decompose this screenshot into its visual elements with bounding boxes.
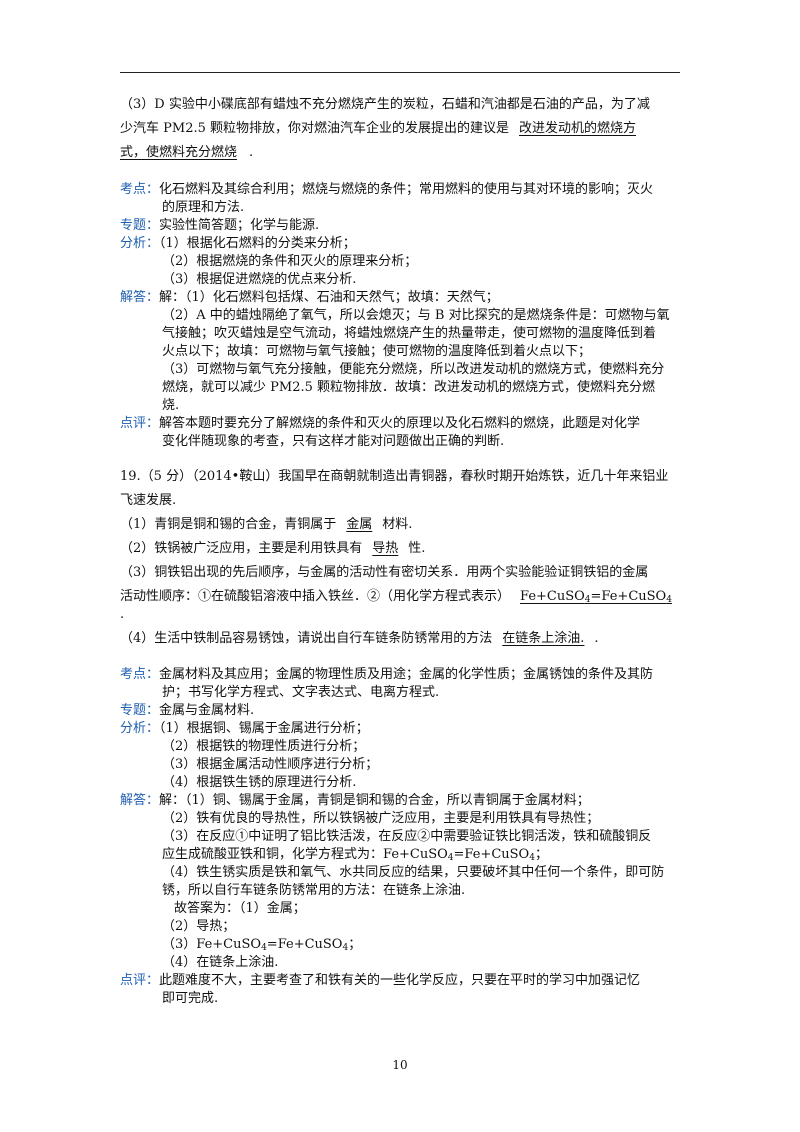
q18-jieda-6: 燃烧，就可以减少 PM2.5 颗粒物排放．故填：改进发动机的燃烧方式，使燃料充分… bbox=[162, 380, 655, 395]
q19-jieda-3: （3）在反应①中证明了铝比铁活泼，在反应②中需要验证铁比铜活泼，铁和硫酸铜反 bbox=[162, 829, 652, 844]
q19-jieda-7: 故答案为：（1）金属； bbox=[174, 901, 306, 916]
q19-dianping-2: 即可完成. bbox=[162, 991, 219, 1006]
q18-jieda-5: （3）可燃物与氧气充分接触，便能充分燃烧，所以改进发动机的燃烧方式，使燃料充分 bbox=[162, 362, 665, 377]
q18-fenxi-1: 分析：（1）根据化石燃料的分类来分析； bbox=[120, 236, 356, 251]
q19-equation: Fe+CuSO4=Fe+CuSO4 bbox=[383, 847, 535, 863]
q18-dianping-1: 点评：解答本题时要充分了解燃烧的条件和灭火的原理以及化石燃料的燃烧，此题是对化学 bbox=[120, 416, 641, 431]
q19-3-line-1: （3）铜铁铝出现的先后顺序，与金属的活动性有密切关系．用两个实验能验证铜铁铝的金… bbox=[120, 565, 649, 580]
q19-1-answer: 金属 bbox=[346, 517, 373, 532]
q19-jieda-8: （2）导热； bbox=[162, 919, 236, 934]
q19-jieda-9: （3）Fe+CuSO4=Fe+CuSO4； bbox=[162, 937, 362, 953]
q18-fenxi-2: （2）根据燃烧的条件和灭火的原理来分析； bbox=[162, 254, 418, 269]
q19-zhuanti: 专题：金属与金属材料. bbox=[120, 703, 255, 718]
q18-kaodian-2: 的原理和方法. bbox=[162, 200, 245, 215]
q19-jieda-1: 解答：解：（1）铜、锡属于金属，青铜是铜和锡的合金，所以青铜属于金属材料； bbox=[120, 793, 590, 808]
q19-dianping-1: 点评：此题难度不大，主要考查了和铁有关的一些化学反应，只要在平时的学习中加强记忆 bbox=[120, 973, 641, 988]
q18-dianping-2: 变化伴随现象的考查，只有这样才能对问题做出正确的判断. bbox=[162, 434, 505, 449]
q19-jieda-10: （4）在链条上涂油. bbox=[162, 955, 279, 970]
q18-jieda-1: 解答：解：（1）化石燃料包括煤、石油和天然气；故填：天然气； bbox=[120, 290, 499, 305]
q19-jieda-4: 应生成硫酸亚铁和铜，化学方程式为：Fe+CuSO4=Fe+CuSO4； bbox=[162, 847, 548, 863]
fenxi-label: 分析： bbox=[120, 721, 160, 736]
kaodian-label: 考点： bbox=[120, 667, 160, 682]
q18-jieda-2: （2）A 中的蜡烛隔绝了氧气，所以会熄灭；与 B 对比探究的是燃烧条件是：可燃物… bbox=[162, 308, 670, 323]
q19-1: （1）青铜是铜和锡的合金，青铜属于金属材料. bbox=[120, 517, 413, 532]
q19-heading-2: 飞速发展. bbox=[120, 493, 177, 508]
header-rule bbox=[120, 72, 680, 73]
q18-fenxi-3: （3）根据促进燃烧的优点来分析. bbox=[162, 272, 357, 287]
q18-3-text: 少汽车 PM2.5 颗粒物排放，你对燃油汽车企业的发展提出的建议是 bbox=[120, 121, 509, 136]
q19-fenxi-3: （3）根据金属活动性顺序进行分析； bbox=[162, 757, 379, 772]
q19-2: （2）铁锅被广泛应用，主要是利用铁具有导热性. bbox=[120, 541, 426, 556]
q19-2-answer: 导热 bbox=[372, 541, 399, 556]
q19-jieda-6: 锈，所以自行车链条防锈常用的方法：在链条上涂油. bbox=[162, 883, 466, 898]
q18-3-line-3: 式，使燃料充分燃烧. bbox=[120, 145, 254, 160]
jieda-label: 解答： bbox=[120, 793, 160, 808]
q19-heading-1: 19.（5 分）（2014•鞍山）我国早在商朝就制造出青铜器，春秋时期开始炼铁，… bbox=[120, 469, 669, 484]
q18-3-line-1: （3）D 实验中小碟底部有蜡烛不充分燃烧产生的炭粒，石蜡和汽油都是石油的产品，为… bbox=[120, 97, 650, 112]
q19-3-line-2: 活动性顺序：①在硫酸铝溶液中插入铁丝．②（用化学方程式表示）Fe+CuSO4=F… bbox=[120, 589, 672, 605]
zhuanti-label: 专题： bbox=[120, 218, 160, 233]
q19-kaodian-2: 护；书写化学方程式、文字表达式、电离方程式. bbox=[162, 685, 440, 700]
q18-jieda-7: 烧. bbox=[162, 398, 180, 413]
q18-zhuanti: 专题：实验性简答题；化学与能源. bbox=[120, 218, 320, 233]
dianping-label: 点评： bbox=[120, 416, 160, 431]
fenxi-label: 分析： bbox=[120, 236, 160, 251]
q19-fenxi-4: （4）根据铁生锈的原理进行分析. bbox=[162, 775, 357, 790]
q19-jieda-2: （2）铁有优良的导热性，所以铁锅被广泛应用，主要是利用铁具有导热性； bbox=[162, 811, 600, 826]
q19-fenxi-2: （2）根据铁的物理性质进行分析； bbox=[162, 739, 366, 754]
kaodian-label: 考点： bbox=[120, 182, 160, 197]
q18-3-line-2: 少汽车 PM2.5 颗粒物排放，你对燃油汽车企业的发展提出的建议是改进发动机的燃… bbox=[120, 120, 646, 138]
q19-3-dot: . bbox=[120, 607, 125, 622]
dianping-label: 点评： bbox=[120, 973, 160, 988]
page-number: 10 bbox=[392, 1058, 408, 1072]
q19-4-answer: 在链条上涂油. bbox=[502, 631, 585, 646]
jieda-label: 解答： bbox=[120, 290, 160, 305]
q19-3-equation-answer: Fe+CuSO4=Fe+CuSO4 bbox=[520, 589, 672, 605]
q18-jieda-3: 气接触；吹灭蜡烛是空气流动，将蜡烛燃烧产生的热量带走，使可燃物的温度降低到着 bbox=[162, 326, 657, 341]
q18-kaodian-1: 考点：化石燃料及其综合利用；燃烧与燃烧的条件；常用燃料的使用与其对环境的影响；灭… bbox=[120, 182, 654, 197]
zhuanti-label: 专题： bbox=[120, 703, 160, 718]
q19-kaodian-1: 考点：金属材料及其应用；金属的物理性质及用途；金属的化学性质；金属锈蚀的条件及其… bbox=[120, 667, 654, 682]
q18-3-answer-b: 式，使燃料充分燃烧 bbox=[120, 145, 238, 160]
q18-3-answer-a: 改进发动机的燃烧方 bbox=[519, 121, 637, 136]
q19-fenxi-1: 分析：（1）根据铜、锡属于金属进行分析； bbox=[120, 721, 369, 736]
q19-4: （4）生活中铁制品容易锈蚀，请说出自行车链条防锈常用的方法在链条上涂油.. bbox=[120, 631, 599, 646]
q19-jieda-5: （4）铁生锈实质是铁和氧气、水共同反应的结果，只要破坏其中任何一个条件，即可防 bbox=[162, 865, 665, 880]
q19-equation-final: Fe+CuSO4=Fe+CuSO4 bbox=[196, 937, 349, 953]
q18-jieda-4: 火点以下；故填：可燃物与氧气接触；使可燃物的温度降低到着火点以下； bbox=[162, 344, 592, 359]
